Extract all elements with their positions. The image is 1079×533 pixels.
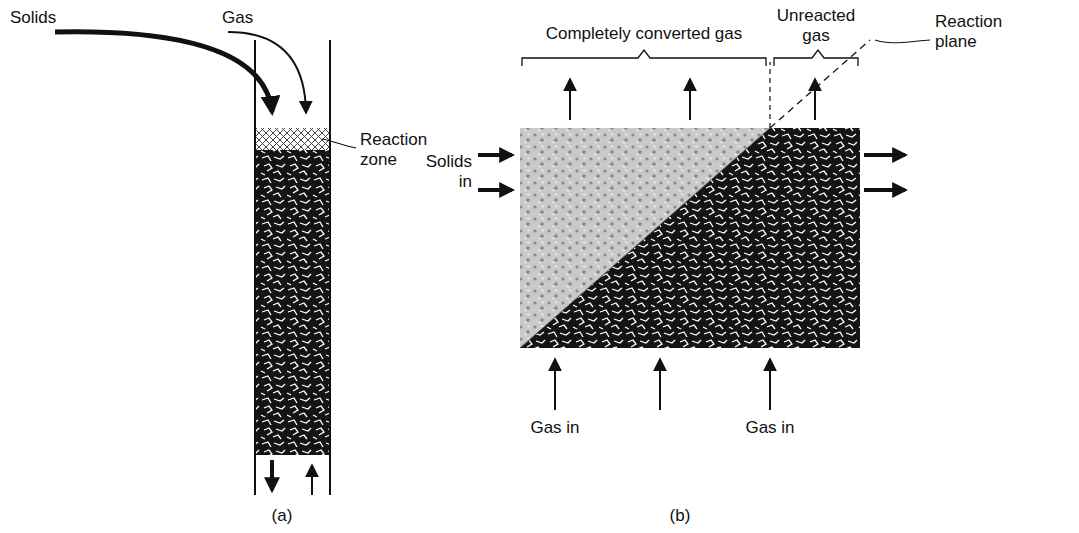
region-label: Unreacted gas: [772, 6, 860, 47]
crossflow-bed-b: [478, 40, 930, 410]
stream-label: Solids in: [410, 152, 472, 193]
stream-label: Solids: [10, 8, 100, 28]
region-label: Completely converted gas: [524, 24, 764, 44]
figure-label: (b): [660, 506, 700, 526]
stream-label: Gas in: [520, 418, 590, 438]
figure-label: (a): [262, 506, 302, 526]
plane-label: Reaction plane: [935, 12, 1045, 53]
stream-label: Gas: [222, 8, 282, 28]
column-a: [55, 32, 356, 495]
stream-label: Gas in: [735, 418, 805, 438]
